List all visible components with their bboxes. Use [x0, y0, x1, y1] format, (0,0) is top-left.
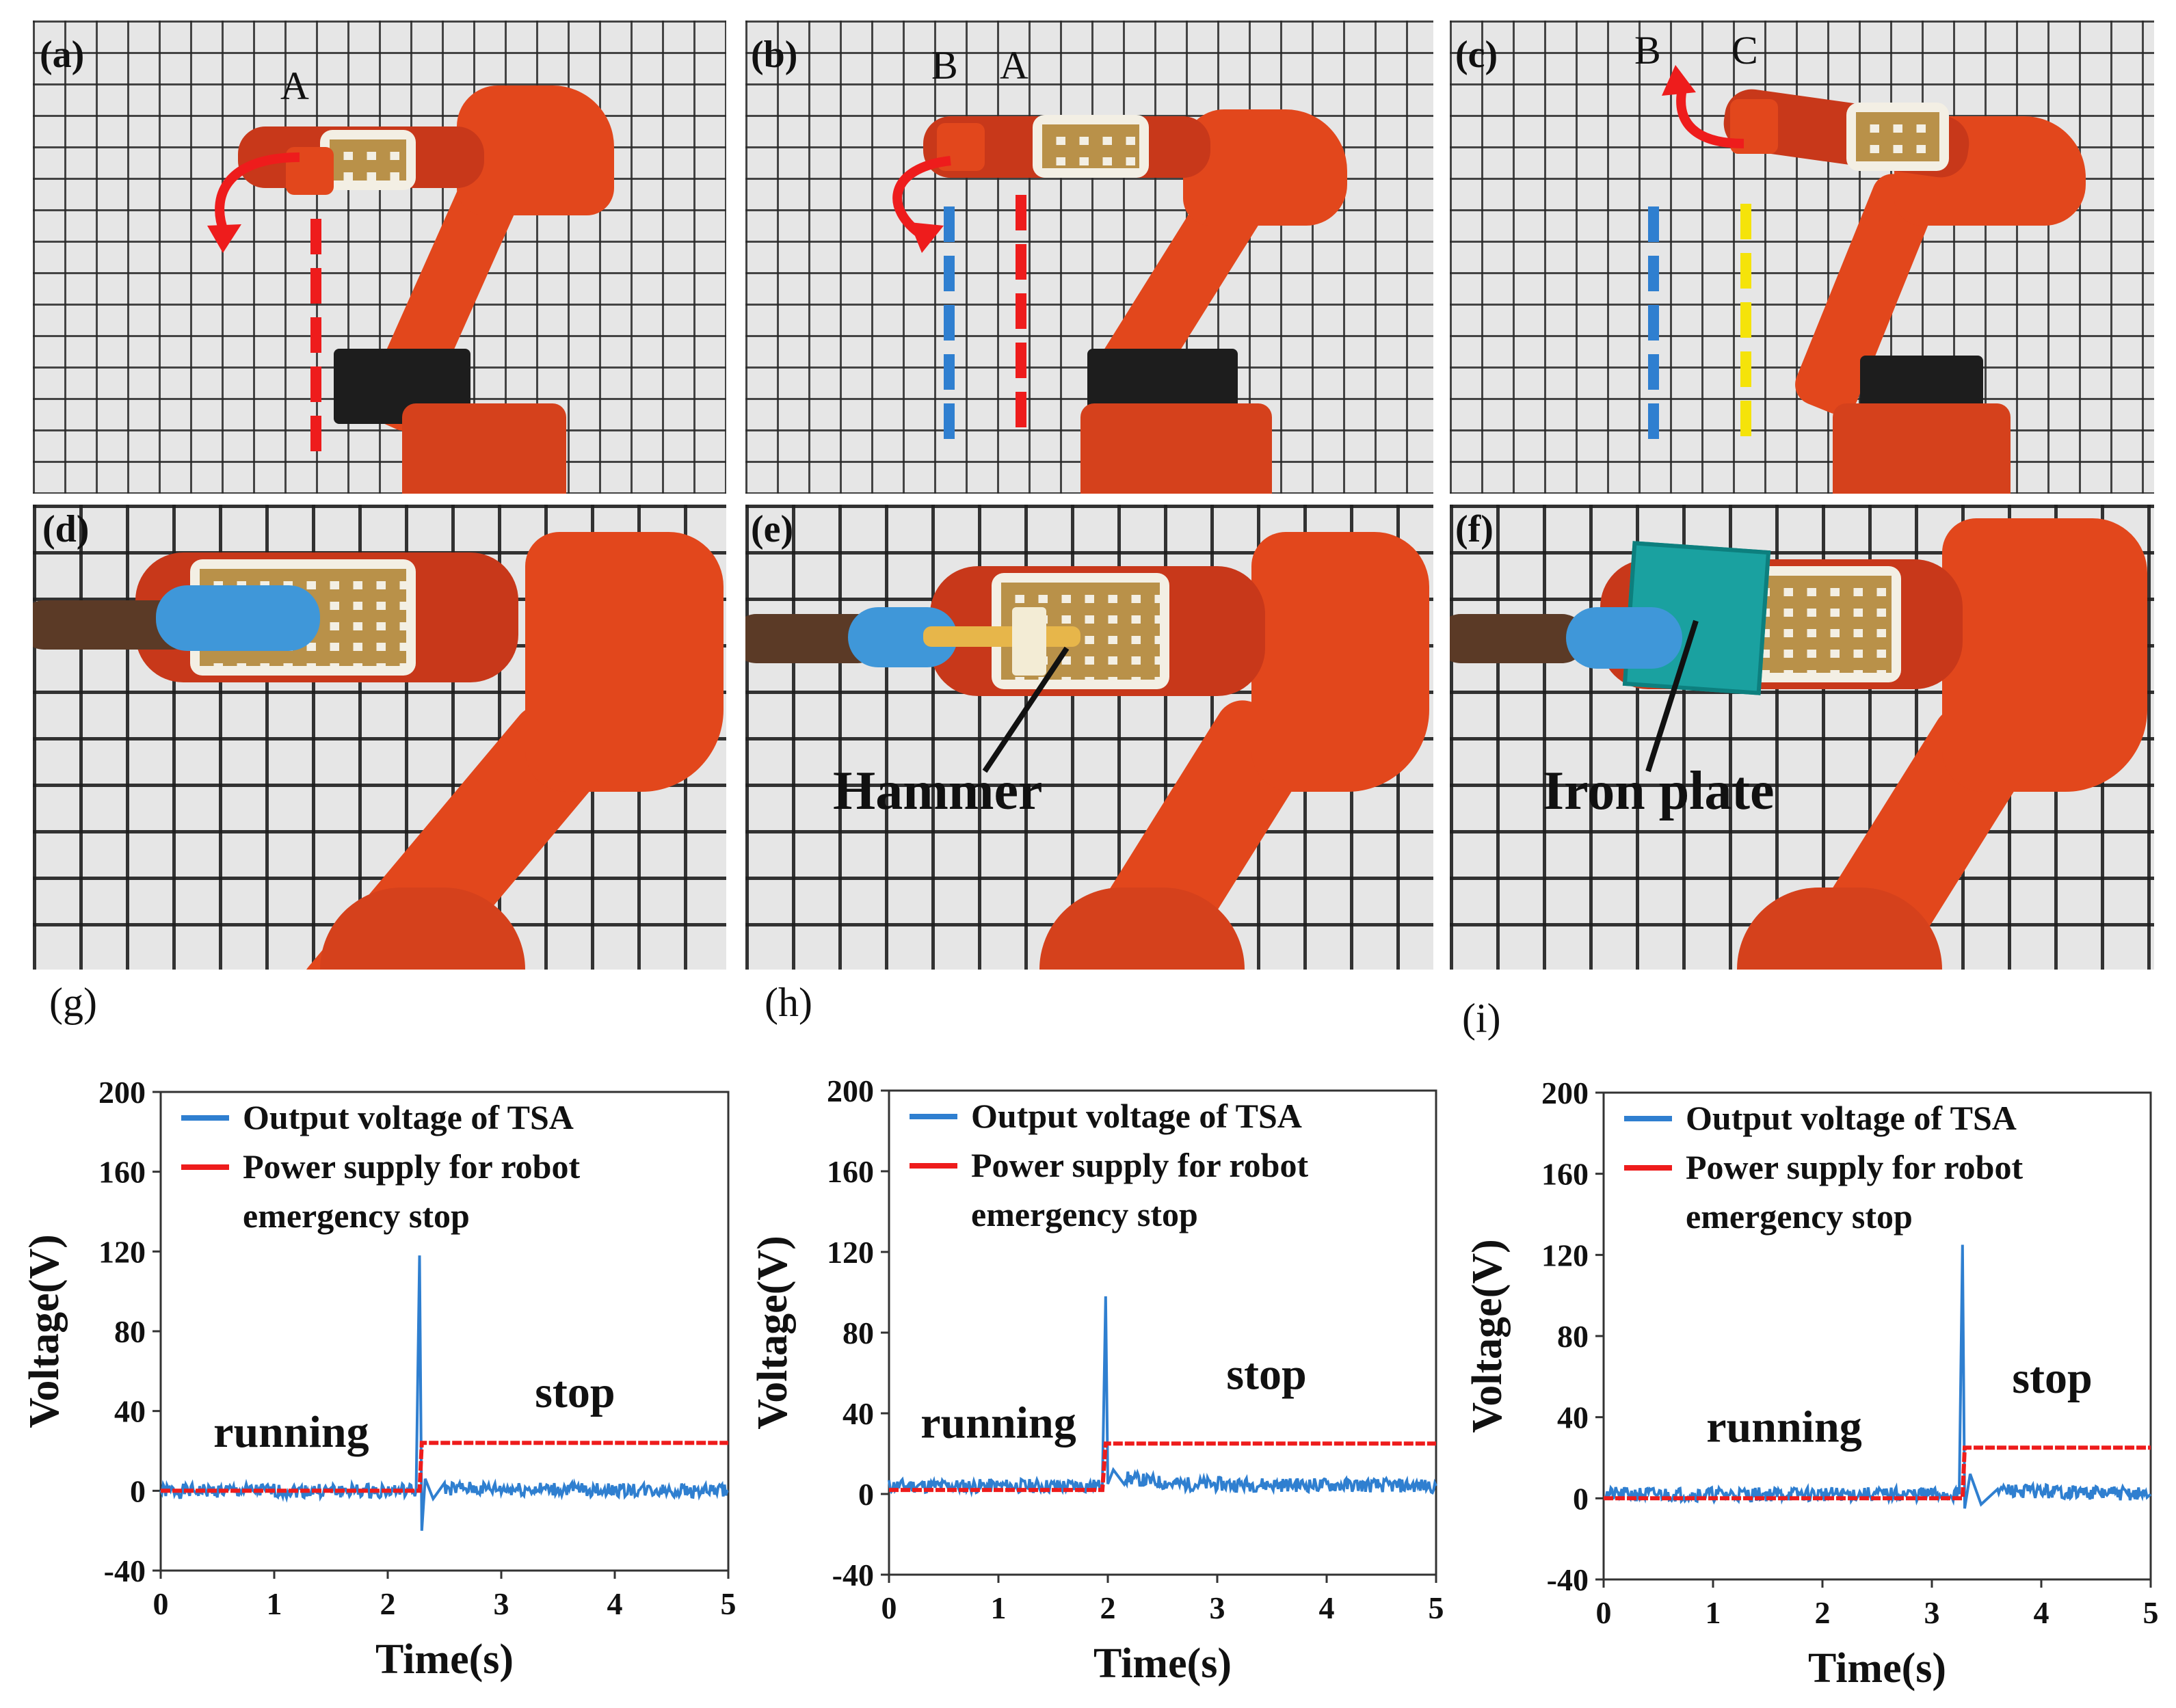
photo-panel-c: [1450, 21, 2154, 494]
robot-base: [1080, 403, 1272, 494]
hammer-head: [1012, 607, 1046, 676]
x-tick-label: 0: [1596, 1595, 1612, 1630]
series-line-power-supply: [1604, 1445, 2151, 1501]
legend-entry: Output voltage of TSA: [1686, 1099, 2017, 1137]
series-line-tsa: [888, 1296, 1437, 1498]
x-tick-label: 3: [1924, 1595, 1940, 1630]
annotation-running: running: [1706, 1402, 1861, 1452]
x-tick-label: 5: [2143, 1595, 2159, 1630]
plot-frame: [1602, 1091, 2152, 1581]
point-label-b-A: A: [1000, 43, 1029, 88]
photo-panel-d: [33, 505, 726, 970]
panel-label-f: (f): [1455, 508, 1494, 550]
annotation-stop: stop: [2012, 1353, 2092, 1403]
robot-elbow: [1251, 532, 1429, 792]
callout-pointer: [982, 646, 1070, 773]
x-tick-label: 3: [1210, 1590, 1225, 1625]
y-tick-label: 160: [1541, 1157, 1589, 1192]
y-tick-label: 40: [842, 1396, 874, 1431]
series-line-tsa: [1603, 1244, 2152, 1509]
photo-panel-b: [745, 21, 1433, 494]
y-tick-label: 80: [842, 1316, 874, 1350]
hammer-handle: [923, 626, 1080, 647]
robot-elbow: [1942, 518, 2147, 792]
panel-label-a: (a): [40, 34, 85, 76]
legend-entry: emergency stop: [971, 1195, 1198, 1233]
x-tick-label: 2: [1815, 1595, 1831, 1630]
x-axis-label: Time(s): [1093, 1640, 1232, 1687]
photo-panel-e: [745, 505, 1433, 970]
robot-shoulder: [1183, 109, 1347, 226]
x-tick-label: 1: [1706, 1595, 1721, 1630]
photo-panel-f: [1450, 505, 2154, 970]
y-axis-label: Voltage(V): [749, 1236, 796, 1430]
sensor-pad: [1846, 103, 1949, 171]
y-tick-label: -40: [1547, 1562, 1589, 1597]
sensor-pad: [320, 130, 416, 190]
annotation-running: running: [920, 1398, 1076, 1447]
panel-label-c: (c): [1455, 34, 1498, 76]
y-tick-label: 0: [1573, 1481, 1589, 1516]
panel-label-d: (d): [42, 508, 90, 550]
y-tick-label: 40: [1557, 1400, 1589, 1435]
y-tick-label: 0: [858, 1477, 874, 1512]
dashed-line-b-red: [1016, 195, 1026, 441]
dashed-line-c-yellow: [1740, 204, 1751, 450]
sensor-pad: [1033, 115, 1149, 178]
gloved-hand: [1566, 607, 1682, 669]
legend-entry: Power supply for robot: [1686, 1148, 2023, 1186]
series-line-power-supply: [889, 1441, 1436, 1493]
point-label-b-B: B: [931, 43, 958, 88]
dashed-line-c-blue: [1648, 206, 1659, 446]
y-tick-label: 160: [827, 1154, 874, 1189]
y-tick-label: -40: [832, 1558, 874, 1592]
robot-base: [402, 403, 566, 494]
x-tick-label: 5: [1429, 1590, 1444, 1625]
chart-g: [0, 0, 752, 1708]
rotation-arrow-icon: [892, 156, 951, 253]
dashed-line-a-red: [310, 219, 321, 465]
x-tick-label: 4: [2034, 1595, 2049, 1630]
legend-entry: Power supply for robot: [971, 1146, 1308, 1184]
chart-tag-h: (h): [765, 980, 812, 1025]
callout-hammer: Hammer: [833, 761, 1043, 821]
chart-tag-i: (i): [1462, 996, 1501, 1041]
legend-entry: emergency stop: [1686, 1197, 1913, 1236]
y-tick-label: 120: [827, 1235, 874, 1270]
panel-label-e: (e): [751, 508, 794, 550]
x-axis-label: Time(s): [1808, 1645, 1946, 1692]
x-tick-label: 2: [1100, 1590, 1116, 1625]
y-tick-label: 80: [1557, 1319, 1589, 1354]
callout-iron-plate: Iron plate: [1543, 761, 1775, 821]
y-tick-label: 200: [1541, 1076, 1589, 1110]
gloved-hand: [156, 585, 320, 651]
point-label-c-C: C: [1731, 28, 1758, 72]
point-label-c-B: B: [1634, 28, 1661, 72]
callout-pointer: [1645, 619, 1699, 773]
rotation-arrow-icon: [1662, 65, 1744, 148]
plot-frame: [888, 1089, 1437, 1576]
x-tick-label: 4: [1319, 1590, 1335, 1625]
y-axis-label: Voltage(V): [1464, 1239, 1511, 1433]
point-label-a-A: A: [280, 64, 309, 108]
human-arm: [1450, 614, 1587, 663]
x-tick-label: 1: [991, 1590, 1007, 1625]
chart-tag-g: (g): [49, 980, 97, 1025]
robot-elbow: [525, 532, 724, 792]
rotation-arrow-icon: [207, 152, 300, 253]
annotation-stop: stop: [1226, 1350, 1306, 1400]
photo-panel-a: [33, 21, 726, 494]
x-tick-label: 0: [881, 1590, 897, 1625]
legend-entry: Output voltage of TSA: [971, 1097, 1302, 1135]
y-tick-label: 120: [1541, 1238, 1589, 1272]
panel-label-b: (b): [751, 34, 798, 76]
y-tick-label: 200: [827, 1073, 874, 1108]
robot-base: [1833, 403, 2011, 494]
dashed-line-b-blue: [944, 206, 955, 446]
